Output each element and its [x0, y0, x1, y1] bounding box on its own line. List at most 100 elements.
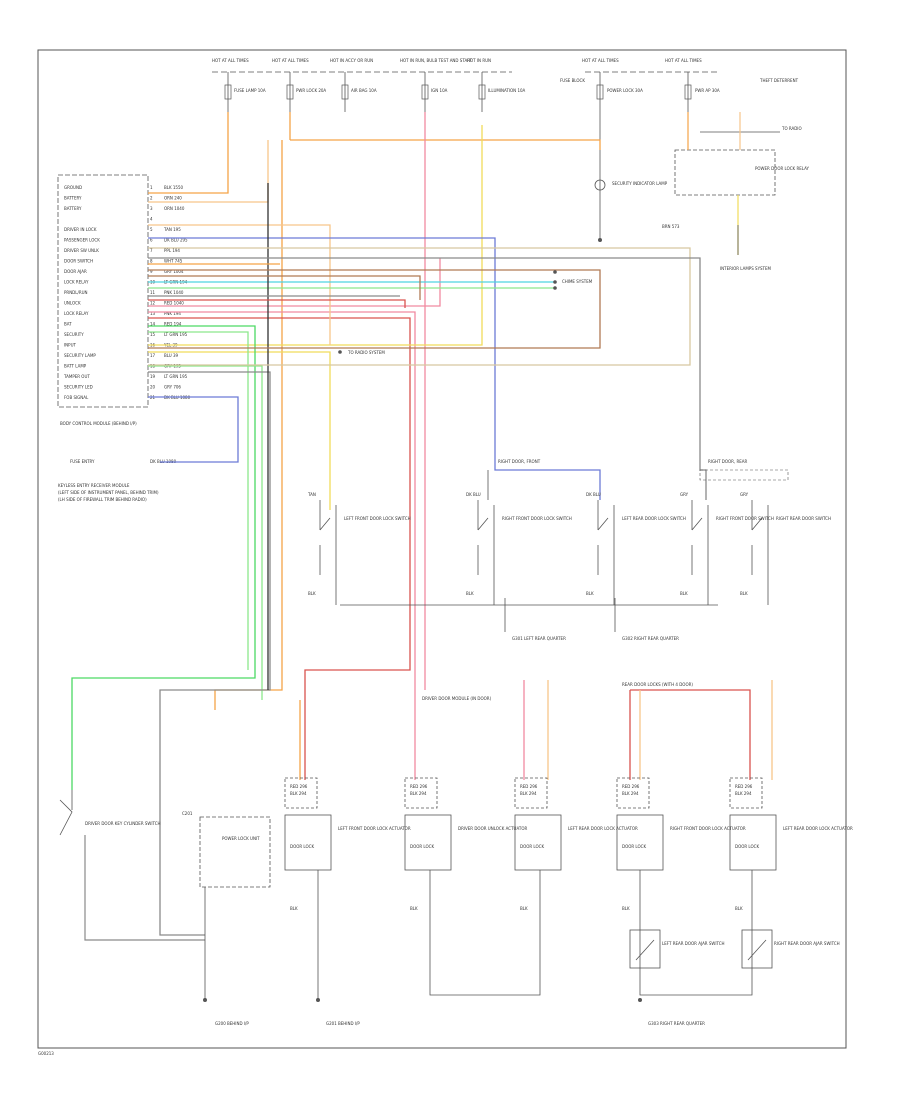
bcm-pin-name: PRNDL/RUN	[64, 290, 88, 295]
actuator-top-wire-2: BLK 294	[735, 791, 752, 796]
bcm-pin-name: INPUT	[64, 343, 77, 348]
svg-text:IGN 10A: IGN 10A	[431, 88, 448, 93]
bcm-pin-name: PASSENGER LOCK	[64, 238, 100, 243]
door-key-switch: DRIVER DOOR KEY CYLINDER SWITCH	[59, 790, 205, 941]
remote-sub: (LEFT SIDE OF INSTRUMENT PANEL, BEHIND T…	[58, 490, 159, 495]
actuator-note: DOOR LOCK	[622, 844, 646, 849]
wire-brown-2	[148, 275, 421, 300]
bcm-pin-number: 3	[150, 206, 153, 211]
bcm-pin-wire: GRY 1004	[164, 269, 184, 274]
fuse-header-3: HOT IN ACCY OR RUN	[330, 58, 373, 63]
actuator-top-wire: RED 296	[290, 784, 308, 789]
bcm-pin-number: 8	[150, 259, 153, 264]
fuse-f6: FUSE BLOCK	[560, 78, 585, 83]
actuator-note: DOOR LOCK	[290, 844, 314, 849]
wire-pink-4	[148, 258, 441, 307]
bcm-pin-wire: PNK 194	[164, 311, 181, 316]
fuse-f3: AIR BAG 10A	[341, 72, 377, 112]
svg-text:G200 BEHIND I/P: G200 BEHIND I/P	[215, 1021, 249, 1026]
remote-sub2: (LH SIDE OF FIREWALL TRIM BEHIND RADIO)	[58, 497, 147, 502]
fuse-header-1: HOT AT ALL TIMES	[212, 58, 249, 63]
bcm-pin-name: DOOR SWITCH	[64, 259, 93, 264]
actuator-top-wire-2: BLK 294	[622, 791, 639, 796]
chime-connection: CHIME SYSTEM TO RADIO SYSTEM	[338, 270, 593, 355]
switch-headers: RIGHT DOOR, FRONT RIGHT DOOR, REAR	[487, 459, 789, 500]
bcm-box	[57, 174, 149, 408]
wire-orange-2	[289, 112, 601, 150]
fuse-header-6: HOT AT ALL TIMES	[582, 58, 619, 63]
switch-bottom-wire: BLK	[586, 591, 594, 596]
wire-green-3	[148, 331, 249, 670]
actuator-top-wire-2: BLK 294	[410, 791, 427, 796]
wire-orange-1	[148, 112, 229, 194]
ground-dot-1	[316, 998, 320, 1002]
bcm-pin-name: BATTERY	[64, 206, 82, 211]
bcm-pin-wire: BLU 39	[164, 353, 179, 358]
fuse-header-2: HOT AT ALL TIMES	[272, 58, 309, 63]
wire-pink-3	[148, 311, 416, 780]
bcm-pin-wire: PPL 194	[164, 248, 180, 253]
actuator-label: LEFT REAR DOOR LOCK ACTUATOR	[783, 826, 853, 831]
actuator-bottom-wire: BLK	[520, 906, 528, 911]
switch-top-wire: TAN	[307, 492, 316, 497]
footer-tag: G00213	[38, 1051, 54, 1056]
fuse-header-7: HOT AT ALL TIMES	[665, 58, 702, 63]
actuator-top-wire-2: BLK 294	[520, 791, 537, 796]
bcm-pin-name: LOCK RELAY	[64, 280, 89, 285]
wire-yellow-1	[148, 125, 483, 346]
switch-ground-bus	[340, 598, 718, 632]
svg-text:G302 RIGHT REAR QUARTER: G302 RIGHT REAR QUARTER	[622, 636, 679, 641]
switch-bottom-wire: BLK	[466, 591, 474, 596]
actuator-bottom-wire: BLK	[735, 906, 743, 911]
keyless-entry: FUSE ENTRY DK BLU 1080 KEYLESS ENTRY REC…	[58, 459, 177, 502]
bcm-pin-name: BATT LAMP	[64, 364, 87, 369]
bcm-pin-name: BATTERY	[64, 196, 82, 201]
svg-text:PWR LOCK 20A: PWR LOCK 20A	[296, 88, 326, 93]
bcm-pin-number: 4	[150, 217, 153, 222]
lock-cylinder-motors: LEFT REAR DOOR AJAR SWITCH RIGHT REAR DO…	[629, 929, 840, 969]
switch-label: RIGHT FRONT DOOR SWITCH	[716, 516, 774, 521]
wire-gray-2	[148, 247, 691, 366]
switch-top-wire: DK BLU	[466, 492, 481, 497]
bcm-pin-wire: TAN 195	[163, 227, 181, 232]
switch-top-wire: DK BLU	[586, 492, 601, 497]
bcm-pin-number: 20	[150, 385, 156, 390]
remote-label: KEYLESS ENTRY RECEIVER MODULE	[58, 483, 130, 488]
wires	[71, 112, 773, 936]
security-indicator-lamp: SECURITY INDICATOR LAMP	[594, 112, 668, 242]
svg-text:POWER DOOR LOCK RELAY: POWER DOOR LOCK RELAY	[755, 166, 809, 171]
switch-top-wire: GRY	[740, 492, 749, 497]
actuator-top-wire-2: BLK 294	[290, 791, 307, 796]
bcm-pin-wire: LT GRN 195	[164, 374, 188, 379]
svg-text:POWER LOCK UNIT: POWER LOCK UNIT	[222, 836, 260, 841]
bcm-pin-name: SECURITY LED	[64, 385, 93, 390]
actuator-bottom-wire: BLK	[622, 906, 630, 911]
bcm-pin-wire: BLK 1550	[164, 185, 184, 190]
svg-text:AIR BAG 10A: AIR BAG 10A	[351, 88, 377, 93]
bcm-pin-name: GROUND	[64, 185, 82, 190]
theft-deterrent-label: THEFT DETERRENT	[759, 78, 799, 83]
fuse-f7: POWER LOCK 30A	[596, 72, 643, 112]
bcm-pin-number: 1	[150, 185, 153, 190]
switch-label: RIGHT REAR DOOR SWITCH	[776, 516, 831, 521]
fuse-f1: FUSE LAMP 10A	[224, 72, 266, 112]
bcm-pin-number: 14	[150, 322, 156, 327]
bcm-pin-number: 2	[150, 196, 153, 201]
bcm-pin-wire: LT GRN 195	[164, 332, 188, 337]
fuse-f8: PWR AP 30A	[684, 72, 720, 112]
actuator-top-wire: RED 296	[410, 784, 428, 789]
bcm-pin-name: TAMPER OUT	[63, 374, 90, 379]
wire-red-bcm	[148, 299, 406, 308]
svg-text:ILLUMINATION 10A: ILLUMINATION 10A	[488, 88, 526, 93]
bcm-pin-wire: DK BLU 295	[164, 238, 188, 243]
wire-green-1	[71, 325, 256, 790]
ground-dot-2	[638, 998, 642, 1002]
